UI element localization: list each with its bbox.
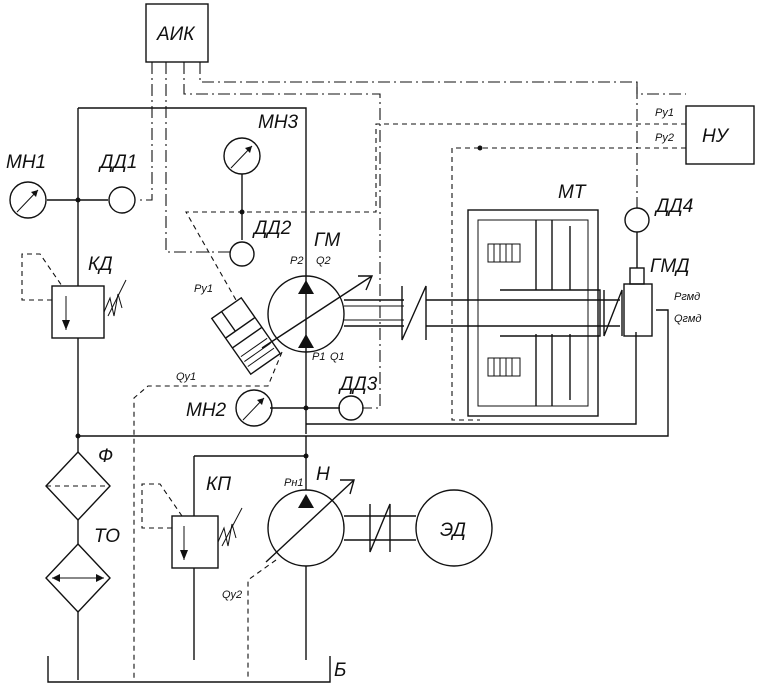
kd-spring-arrow bbox=[107, 279, 127, 317]
signal-line-dd3 bbox=[183, 62, 381, 409]
pump-to-kp bbox=[193, 455, 306, 660]
gmd-p-label: Pгмд bbox=[674, 291, 700, 303]
pump-label: Н bbox=[316, 464, 330, 485]
kp-pilot bbox=[141, 483, 183, 529]
kd-label: КД bbox=[88, 254, 113, 275]
dd2-label: ДД2 bbox=[252, 218, 292, 239]
gm-p2-label: P2 bbox=[290, 255, 303, 267]
kd-pilot bbox=[21, 253, 63, 301]
gmd-top bbox=[629, 267, 645, 285]
mt-discs bbox=[535, 220, 571, 406]
qy1-label: Qy1 bbox=[176, 371, 196, 383]
signal-line-nu bbox=[636, 82, 686, 95]
kd-spring bbox=[103, 293, 123, 317]
qy2-label: Qy2 bbox=[222, 589, 242, 601]
kp-valve-arrowhead bbox=[180, 550, 188, 560]
control-line-qy1 bbox=[133, 351, 283, 680]
return-line-2 bbox=[306, 332, 637, 425]
junction-mn3 bbox=[239, 209, 245, 215]
pump-shaft bbox=[344, 515, 416, 541]
top-line bbox=[78, 107, 307, 434]
gmd-label: ГМД bbox=[650, 256, 690, 277]
tank-label: Б bbox=[334, 660, 346, 681]
control-line-py1 bbox=[185, 123, 686, 301]
gmd-q-label: Qгмд bbox=[674, 313, 701, 325]
pump-variable-arrowhead bbox=[340, 479, 355, 495]
kp-spring-arrow bbox=[221, 507, 243, 547]
nu-py1-label: Py1 bbox=[655, 107, 674, 119]
electric-motor bbox=[415, 489, 493, 567]
gm-q2-label: Q2 bbox=[316, 255, 331, 267]
pump-triangle bbox=[298, 494, 314, 508]
control-line-py2 bbox=[451, 147, 686, 421]
dd2-sensor bbox=[229, 241, 255, 267]
kp-valve bbox=[171, 515, 219, 569]
dd4-sensor bbox=[624, 207, 650, 233]
gm-control-cylinder bbox=[210, 296, 282, 376]
mn2-label: МН2 bbox=[186, 400, 227, 421]
gm-triangle-top bbox=[298, 280, 314, 294]
nu-box bbox=[685, 105, 755, 165]
filter-label: Ф bbox=[98, 446, 113, 467]
mt-shaft bbox=[426, 299, 620, 327]
mt-housing bbox=[467, 209, 599, 417]
mt-hub bbox=[500, 289, 601, 337]
dd1-sensor bbox=[108, 186, 136, 214]
gm-shaft bbox=[344, 299, 404, 327]
dd4-label: ДД4 bbox=[654, 196, 693, 217]
aik-box bbox=[145, 3, 209, 63]
mt-springs bbox=[487, 243, 521, 377]
kp-spring bbox=[217, 523, 237, 547]
nu-py2-label: Py2 bbox=[655, 132, 674, 144]
kp-label: КП bbox=[206, 474, 231, 495]
dd3-sensor bbox=[338, 395, 364, 421]
gm-py1-label: Py1 bbox=[194, 283, 213, 295]
gm-variable-arrow bbox=[261, 275, 373, 349]
tank bbox=[47, 656, 331, 683]
mn1-label: МН1 bbox=[6, 152, 46, 173]
mn3-gauge-arrowhead bbox=[245, 146, 252, 153]
to-label: ТО bbox=[94, 526, 120, 547]
gm-triangle-bottom bbox=[298, 334, 314, 348]
signal-line-dd1 bbox=[136, 62, 153, 201]
mn3-label: МН3 bbox=[258, 112, 299, 133]
dd3-label: ДД3 bbox=[338, 374, 378, 395]
coupling-1 bbox=[401, 285, 427, 341]
return-line bbox=[78, 309, 669, 437]
ed-label: ЭД bbox=[440, 520, 466, 541]
gmd-unit bbox=[623, 283, 653, 337]
pump-pn1-label: Pн1 bbox=[284, 477, 304, 489]
gm-variable-arrowhead bbox=[358, 275, 374, 291]
aik-label: АИК bbox=[156, 24, 196, 45]
mn3-gauge bbox=[223, 137, 261, 175]
kd-valve bbox=[51, 285, 105, 339]
gm-q1-label: Q1 bbox=[330, 351, 345, 363]
junction-py2 bbox=[477, 145, 483, 151]
hydromotor bbox=[267, 275, 345, 353]
coupling-3 bbox=[369, 503, 391, 553]
gm-label: ГМ bbox=[314, 230, 340, 251]
mt-housing-inner bbox=[477, 219, 589, 407]
coupling-2 bbox=[603, 289, 623, 337]
dd1-label: ДД1 bbox=[98, 152, 137, 173]
mt-label: МТ bbox=[558, 182, 587, 203]
mn1-gauge bbox=[9, 181, 47, 219]
signal-line-dd2 bbox=[165, 62, 232, 253]
mn2-gauge-arrowhead bbox=[257, 398, 264, 405]
mn1-gauge-arrowhead bbox=[31, 190, 38, 197]
pump bbox=[267, 489, 345, 567]
mn2-gauge bbox=[235, 389, 273, 427]
kd-valve-arrowhead bbox=[62, 320, 70, 330]
nu-label: НУ bbox=[702, 126, 730, 147]
heat-exchanger-arrowhead-r bbox=[96, 574, 104, 582]
heat-exchanger-arrowhead-l bbox=[52, 574, 60, 582]
pump-variable-arrow bbox=[265, 479, 355, 563]
mt-spring-coils bbox=[493, 244, 513, 376]
control-line-qy2 bbox=[247, 559, 277, 680]
gm-p1-label: P1 bbox=[312, 351, 325, 363]
junction-mn2 bbox=[303, 405, 309, 411]
gm-shaft-inner bbox=[344, 305, 404, 321]
signal-line-dd4 bbox=[199, 62, 638, 208]
